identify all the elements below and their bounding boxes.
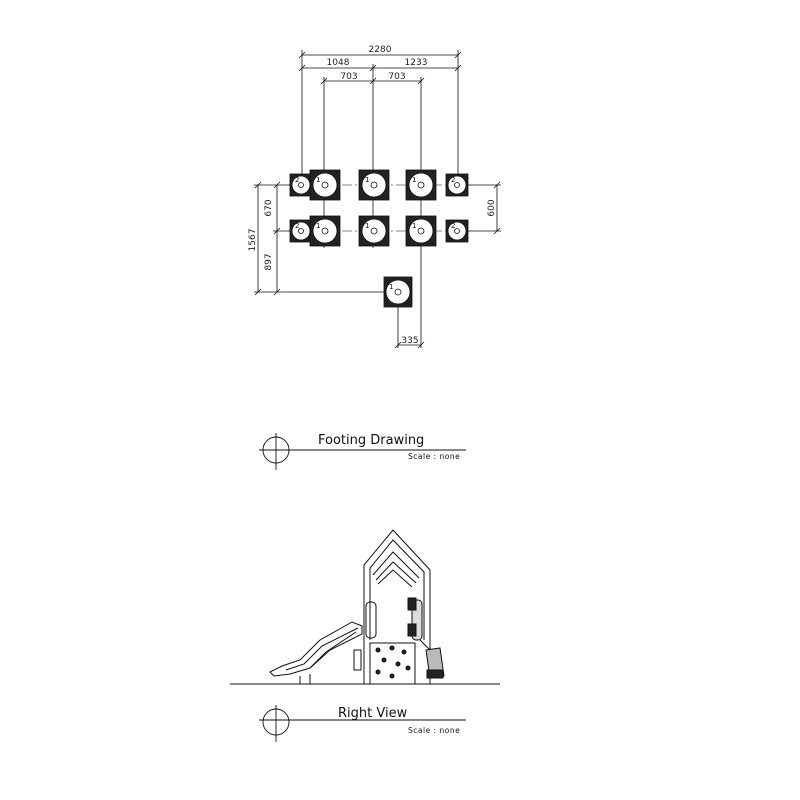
right-dimensions: [466, 181, 501, 235]
footing-large: [358, 169, 390, 201]
footing-mark: 1: [412, 176, 416, 184]
footing-mark: 1: [389, 283, 393, 291]
right-view-elevation: [230, 529, 500, 685]
footing-row-top: [289, 169, 469, 201]
footing-mark: 1: [365, 176, 369, 184]
roof-frame: [363, 529, 431, 684]
dim-left-spacing: 703: [340, 72, 357, 82]
footing-title-block: [259, 433, 466, 470]
footing-large: [383, 276, 413, 308]
footing-small: [289, 173, 313, 197]
footing-large: [309, 215, 341, 247]
dim-right-spacing: 703: [388, 72, 405, 82]
slide: [269, 621, 363, 685]
footing-small: [289, 219, 313, 243]
dim-upper-rows: 670: [264, 199, 274, 216]
footing-marks: 2 1 1 1 2 2 1 1 1 2 1: [295, 176, 455, 291]
footing-mark: 2: [295, 222, 299, 230]
footing-mark: 1: [316, 176, 320, 184]
footing-drawing-scale: Scale : none: [408, 452, 460, 461]
footing-large: [309, 169, 341, 201]
dim-right-span: 1233: [405, 58, 428, 68]
footing-plan: 2280 1048 1233 703 703 1567 670 897: [248, 45, 501, 349]
footing-large: [405, 169, 437, 201]
handles: [365, 597, 423, 641]
left-dimensions: [254, 181, 398, 296]
dim-bottom-offset: 335: [401, 336, 418, 346]
right-view-title-block: [259, 705, 466, 742]
dim-lower-offset: 897: [264, 253, 274, 270]
footing-mark: 2: [451, 176, 455, 184]
dim-right-row-spacing: 600: [487, 199, 497, 216]
dim-overall-height: 1567: [248, 229, 258, 252]
footing-large: [405, 215, 437, 247]
climbing-wall: [369, 642, 416, 685]
telescope: [419, 639, 445, 679]
footing-mark: 1: [316, 222, 320, 230]
dim-overall-width: 2280: [369, 45, 392, 55]
footing-small: [445, 219, 469, 243]
footing-mark: 1: [365, 222, 369, 230]
footing-small: [445, 173, 469, 197]
right-view-title: Right View: [338, 706, 408, 721]
footing-drawing-title: Footing Drawing: [318, 433, 424, 448]
footing-mark: 2: [451, 222, 455, 230]
footing-mark: 2: [295, 176, 299, 184]
footing-mark: 1: [412, 222, 416, 230]
footing-large: [358, 215, 390, 247]
right-view-scale: Scale : none: [408, 726, 460, 735]
footing-row-bottom: [383, 276, 413, 308]
dim-left-span: 1048: [327, 58, 350, 68]
top-dimensions: [298, 50, 462, 348]
bottom-dimension: [394, 300, 425, 349]
footing-row-middle: [289, 215, 469, 247]
